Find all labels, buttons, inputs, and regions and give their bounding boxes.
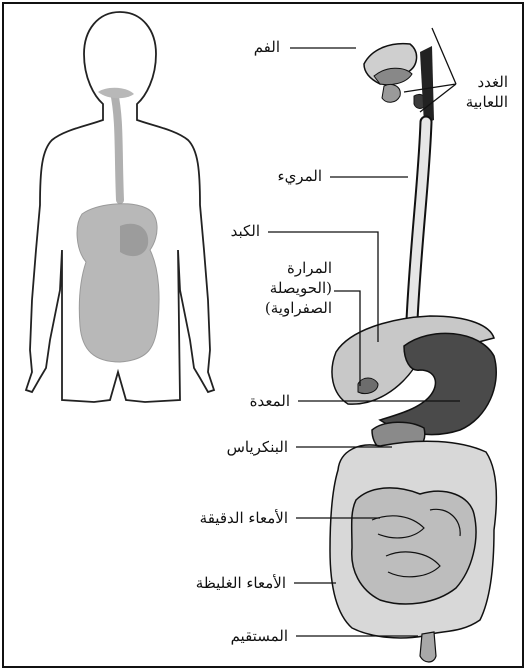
label-stomach: المعدة <box>250 391 290 411</box>
body-silhouette <box>26 12 214 402</box>
label-salivary-glands: الغدد اللعابية <box>448 72 508 112</box>
label-rectum: المستقيم <box>231 626 288 646</box>
rectum-drawing <box>420 632 436 662</box>
label-gallbladder: المرارة (الحويصلة الصفراوية) <box>236 258 332 318</box>
label-pancreas: البنكرياس <box>227 437 288 457</box>
digestive-tract <box>330 44 496 662</box>
label-esophagus: المريء <box>278 166 322 186</box>
label-liver: الكبد <box>231 221 260 241</box>
label-small-intestine: الأمعاء الدقيقة <box>200 508 288 528</box>
label-large-intestine: الأمعاء الغليظة <box>196 573 286 593</box>
label-mouth: الفم <box>254 37 280 57</box>
salivary-gland-left <box>382 84 400 102</box>
silhouette-organs <box>77 204 159 362</box>
small-intestine-drawing <box>352 488 476 604</box>
throat-drawing <box>420 46 434 124</box>
